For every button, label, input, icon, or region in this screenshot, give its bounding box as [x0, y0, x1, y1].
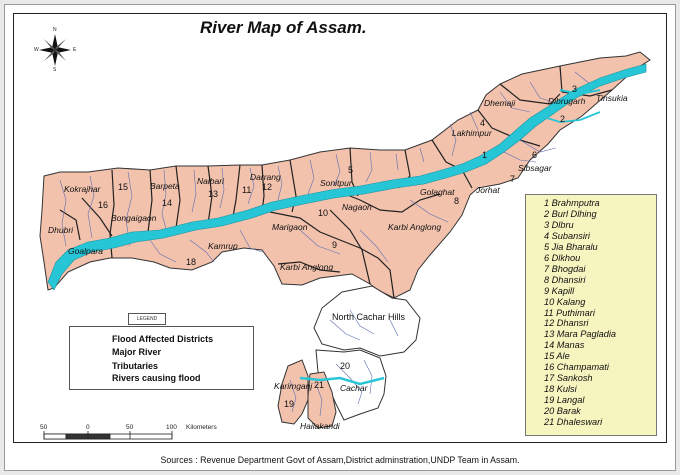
label-sonitpur: Sonitpur — [320, 178, 352, 188]
map-number: 6 — [532, 150, 538, 160]
map-number: 10 — [318, 208, 329, 218]
label-marigaon: Marigaon — [272, 222, 308, 232]
legend-trib-label: Tributaries — [112, 361, 159, 371]
label-dhubri: Dhubri — [48, 225, 74, 235]
south-tributaries — [289, 309, 399, 417]
river-list-item: 9 Kapill — [544, 285, 575, 296]
label-darrang: Darrang — [250, 172, 281, 182]
river-list-box: 1 Brahmputra 2 Burl Dlhing 3 Dlbru 4 Sub… — [525, 194, 657, 436]
assam-valley-districts — [39, 51, 651, 299]
river-list-item: 12 Dhansri — [544, 318, 589, 329]
north-cachar-hills — [313, 285, 421, 357]
map-title: River Map of Assam. — [200, 18, 367, 37]
map-number: 20 — [340, 361, 351, 371]
label-tinsukia: Tinsukia — [596, 93, 628, 103]
label-goalpara: Goalpara — [68, 246, 103, 256]
map-number: 4 — [480, 118, 486, 128]
river-list-item: 3 Dlbru — [544, 219, 574, 230]
map-number: 15 — [118, 182, 129, 192]
river-list-item: 13 Mara Pagladia — [544, 329, 617, 340]
compass-e-label: E — [73, 47, 77, 53]
river-list-item: 20 Barak — [544, 406, 581, 417]
map-number: 12 — [262, 182, 273, 192]
dibru-river — [559, 89, 601, 96]
karimganj — [277, 359, 309, 425]
compass-icon — [39, 34, 71, 66]
label-nalbari: Nalbari — [197, 176, 224, 186]
scale-label: 50 — [126, 424, 134, 431]
legend-flood-label: Flood Affected Districts — [112, 334, 214, 344]
label-dibrugarh: Dibrugarh — [548, 96, 586, 106]
label-kamrup: Kamrup — [208, 241, 238, 251]
river-list-item: 7 Bhogdai — [544, 263, 586, 274]
label-bongaigaon: Bongaigaon — [111, 213, 157, 223]
map-number: 14 — [162, 198, 173, 208]
legend-box: Flood Affected Districts Major River Tri… — [69, 326, 254, 390]
map-number: 5 — [348, 165, 354, 175]
major-river-brahmaputra — [47, 63, 647, 291]
compass-s-label: S — [53, 67, 57, 73]
label-north-cachar-hills: North Cachar Hills — [332, 312, 406, 322]
label-nagaon: Nagaon — [342, 202, 372, 212]
river-list-item: 11 Puthimari — [544, 307, 595, 318]
river-list-item: 18 Kulsi — [544, 384, 577, 395]
scale-bar — [43, 431, 173, 440]
label-cachar: Cachar — [340, 383, 368, 393]
map-number: 18 — [186, 257, 197, 267]
legend-tag: LEGEND — [128, 313, 166, 325]
tributaries — [59, 71, 611, 263]
label-kokrajhar: Kokrajhar — [64, 184, 101, 194]
map-number: 11 — [242, 185, 252, 195]
river-list-item: 5 Jia Bharalu — [544, 241, 598, 252]
map-number: 7 — [510, 174, 516, 184]
label-barpeta: Barpeta — [150, 181, 180, 191]
source-text: Sources : Revenue Department Govt of Ass… — [160, 455, 520, 465]
river-list-item: 21 Dhaleswari — [544, 417, 603, 428]
compass-w-label: W — [34, 47, 39, 53]
river-list-item: 17 Sankosh — [544, 373, 593, 384]
label-golaghat: Golaghat — [420, 187, 455, 197]
label-lakhimpur: Lakhimpur — [452, 128, 492, 138]
label-sibsagar: Sibsagar — [518, 163, 552, 173]
river-list-item: 8 Dhansiri — [544, 274, 586, 285]
scale-label: 50 — [40, 424, 48, 431]
river-list-item: 1 Brahmputra — [544, 198, 600, 208]
scale-unit: Kilometers — [186, 424, 217, 431]
map-number: 16 — [98, 200, 109, 210]
river-list-item: 16 Champamati — [544, 362, 609, 373]
river-list-item: 10 Kalang — [544, 296, 586, 307]
map-number: 1 — [482, 150, 488, 160]
label-hailakandi: Hailakandi — [300, 421, 340, 431]
legend-causing-label: Rivers causing flood — [112, 373, 201, 383]
map-number: 8 — [454, 196, 460, 206]
label-karbi-anglong: Karbi Anglong — [388, 222, 442, 232]
label-karbi-anglong-west: Karbi Anglong — [280, 262, 334, 272]
legend-major-label: Major River — [112, 347, 162, 357]
river-list-item: 6 Dlkhou — [544, 252, 581, 263]
scale-label: 0 — [86, 424, 90, 431]
map-number: 13 — [208, 189, 219, 199]
label-jorhat: Jorhat — [476, 185, 500, 195]
burhi-dihing-river — [539, 111, 601, 123]
label-dhemaji: Dhemaji — [484, 98, 516, 108]
river-list-item: 4 Subansiri — [544, 230, 590, 241]
label-karimganj: Karimganj — [274, 381, 313, 391]
river-list-item: 15 Ale — [544, 351, 570, 362]
compass-n-label: N — [53, 27, 57, 33]
map-number: 9 — [332, 240, 338, 250]
map-number: 19 — [284, 399, 295, 409]
map-number: 2 — [560, 114, 566, 124]
river-list-item: 14 Manas — [544, 340, 585, 351]
river-list-item: 2 Burl Dlhing — [544, 208, 597, 219]
river-list-item: 19 Langal — [544, 395, 585, 406]
barak-river — [299, 376, 385, 386]
map-number: 21 — [314, 380, 325, 390]
map-number: 3 — [572, 84, 578, 94]
scale-label: 100 — [166, 424, 177, 431]
